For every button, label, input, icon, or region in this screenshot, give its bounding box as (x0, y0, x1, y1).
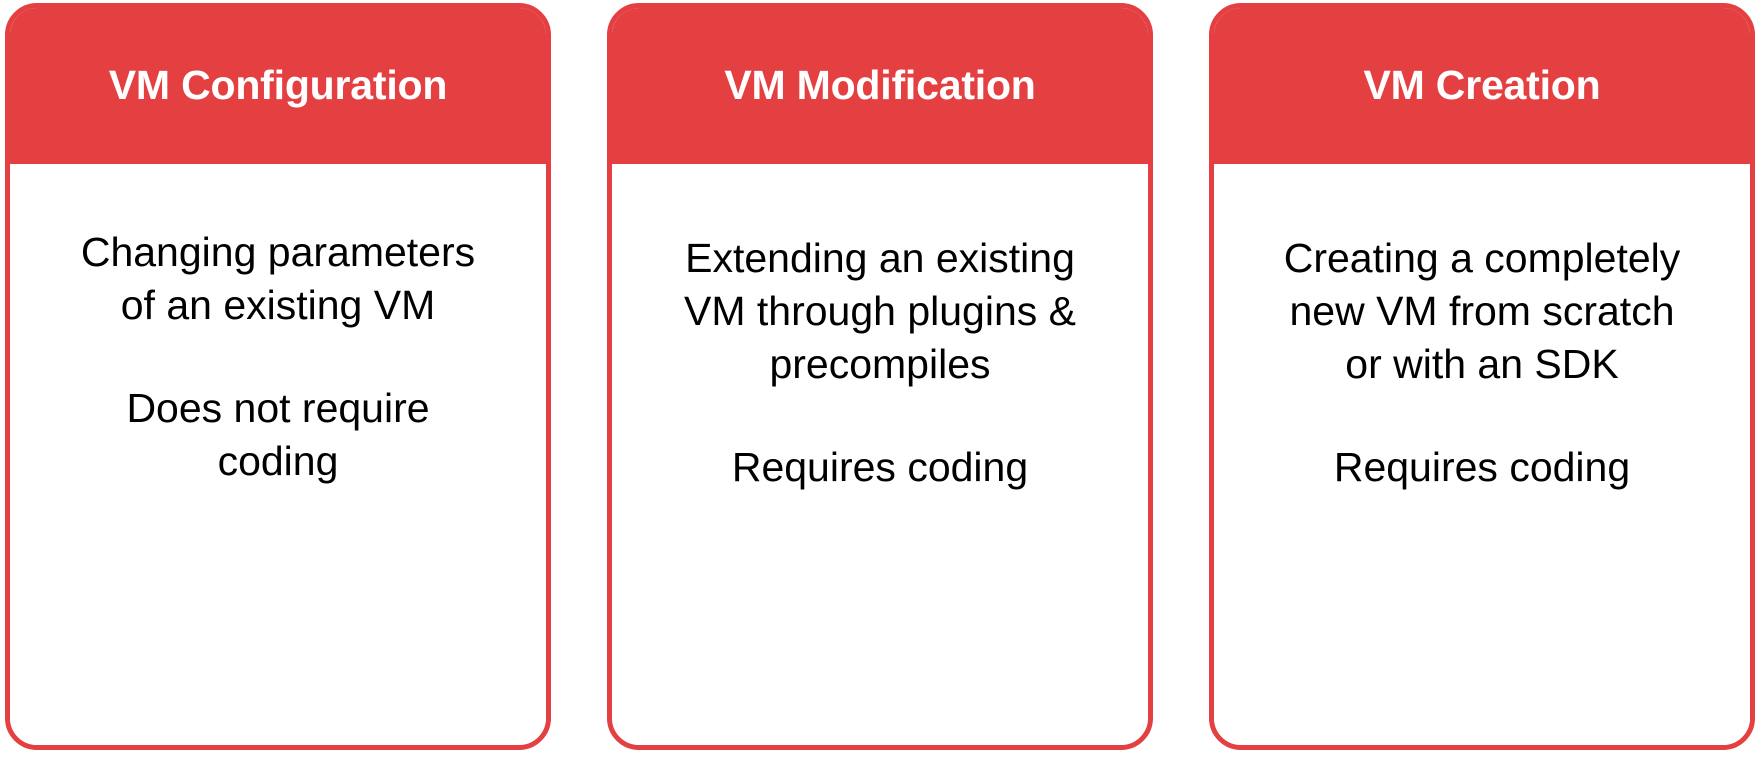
card-vm-modification[interactable]: VM Modification Extending an existing VM… (607, 3, 1153, 750)
card-paragraph-primary: Creating a completely new VM from scratc… (1283, 235, 1681, 387)
card-vm-creation[interactable]: VM Creation Creating a completely new VM… (1209, 3, 1755, 750)
card-paragraph-secondary: Does not require coding (126, 384, 430, 484)
card-title: VM Modification (724, 62, 1036, 109)
card-header-vm-creation: VM Creation (1214, 8, 1750, 164)
card-body-vm-configuration: Changing parameters of an existing VM Do… (10, 164, 546, 745)
card-paragraph-primary: Extending an existing VM through plugins… (683, 235, 1076, 387)
card-title: VM Configuration (108, 62, 448, 109)
card-body-vm-creation: Creating a completely new VM from scratc… (1214, 164, 1750, 745)
card-paragraph-secondary: Requires coding (731, 443, 1029, 490)
card-title: VM Creation (1363, 62, 1601, 109)
card-paragraph-primary: Changing parameters of an existing VM (80, 229, 476, 328)
card-vm-configuration[interactable]: VM Configuration Changing parameters of … (5, 3, 551, 750)
card-header-vm-configuration: VM Configuration (10, 8, 546, 164)
card-body-vm-modification: Extending an existing VM through plugins… (612, 164, 1148, 745)
card-paragraph-secondary: Requires coding (1333, 443, 1631, 490)
card-header-vm-modification: VM Modification (612, 8, 1148, 164)
